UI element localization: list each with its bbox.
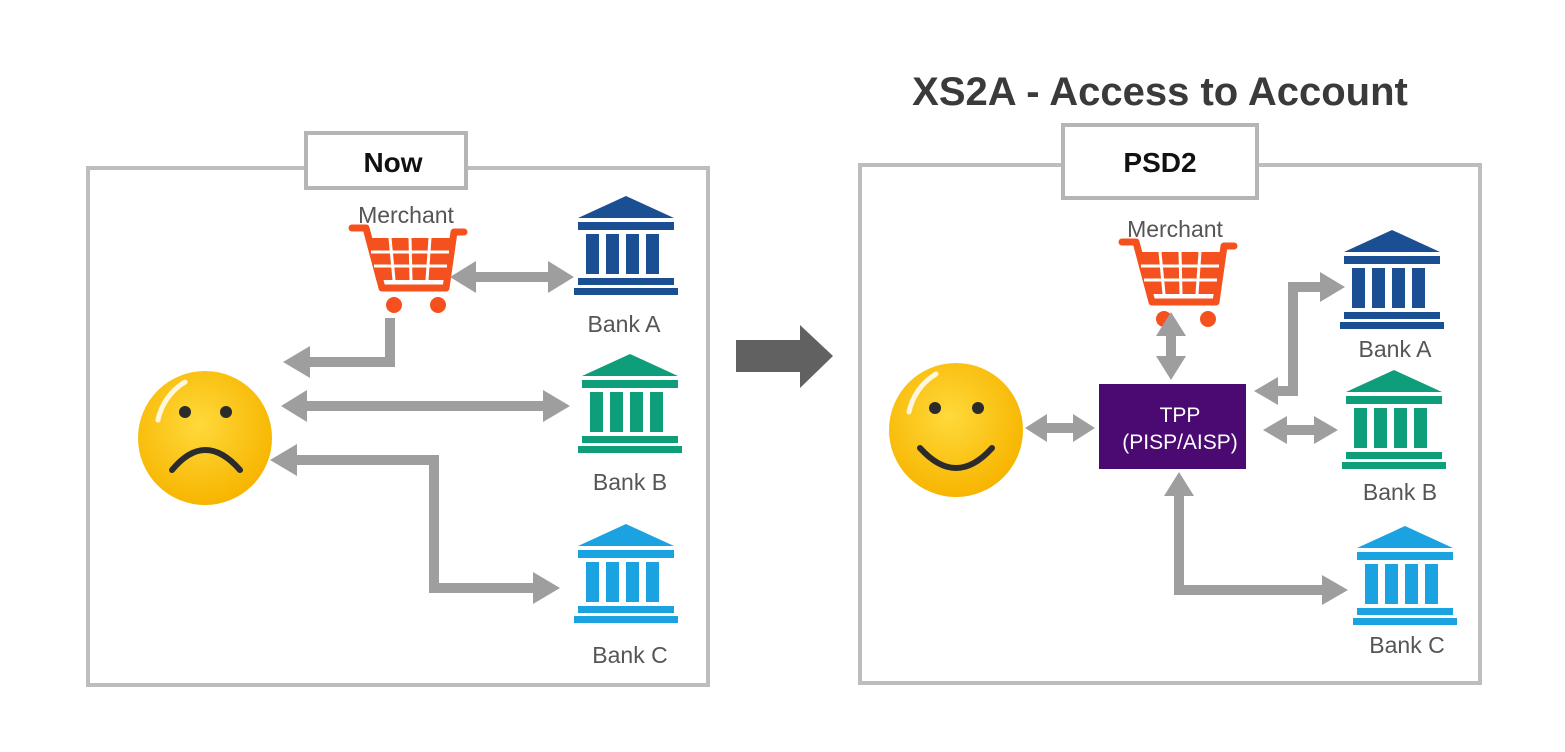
psd2-bank-a-label: Bank A: [1359, 336, 1433, 362]
happy-face-icon: [889, 363, 1023, 497]
transition-arrow: [736, 325, 833, 388]
sad-face-icon: [138, 371, 272, 505]
tpp-box: [1099, 384, 1246, 469]
now-customer-bank-c-arrow: [270, 444, 560, 604]
now-tab: [304, 131, 468, 190]
psd2-bank-b-label: Bank B: [1363, 479, 1437, 505]
psd2-tpp-bank-a-arrow: [1254, 272, 1345, 405]
psd2-tpp-merchant-arrow: [1156, 312, 1186, 380]
now-panel: Now Merchant Bank A Bank B Bank C: [86, 131, 710, 687]
page-title: XS2A - Access to Account: [912, 70, 1408, 114]
psd2-merchant-label: Merchant: [1127, 216, 1223, 242]
psd2-tpp-bank-b-arrow: [1263, 416, 1338, 444]
psd2-panel: PSD2 Merchant TPP (PISP/AISP) Bank A Ban…: [858, 123, 1482, 685]
tpp-label: TPP: [1160, 404, 1201, 427]
now-tab-label: Now: [363, 147, 422, 178]
now-merchant-bank-a-arrow: [450, 261, 574, 293]
now-merchant-customer-arrow: [283, 318, 395, 378]
tpp-sublabel: (PISP/AISP): [1122, 431, 1238, 454]
psd2-bank-c-label: Bank C: [1369, 632, 1444, 658]
psd2-tpp-bank-c-arrow: [1164, 472, 1348, 605]
now-merchant-label: Merchant: [358, 202, 454, 228]
psd2-tab: [1061, 123, 1259, 200]
psd2-tab-label: PSD2: [1123, 147, 1196, 178]
now-bank-b-label: Bank B: [593, 469, 667, 495]
now-bank-c-label: Bank C: [592, 642, 667, 668]
psd2-customer-tpp-arrow: [1025, 414, 1095, 442]
now-bank-a-label: Bank A: [588, 311, 662, 337]
now-customer-bank-b-arrow: [281, 390, 570, 422]
